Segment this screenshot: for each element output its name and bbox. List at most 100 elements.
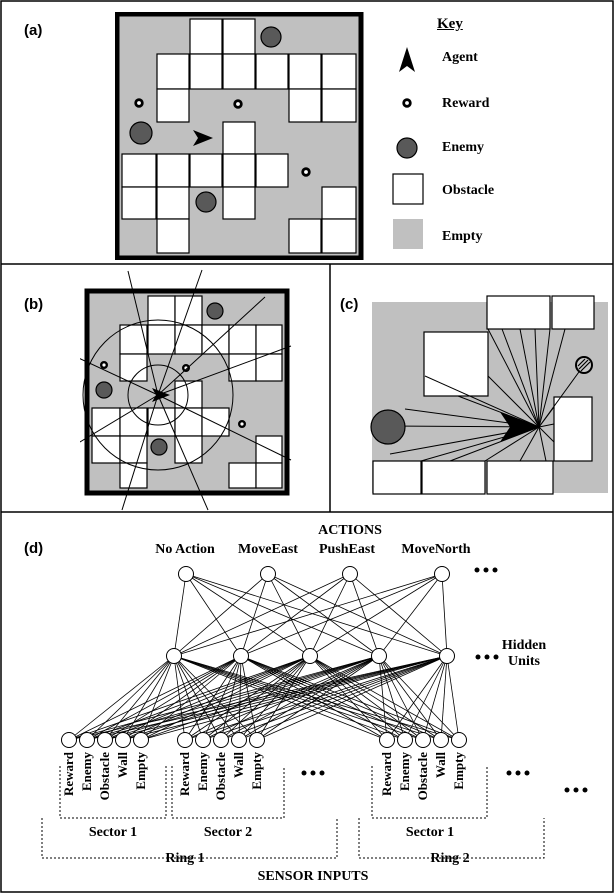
sensor-label: Obstacle: [213, 752, 228, 801]
sensor-label: Wall: [231, 752, 246, 778]
network-edge: [140, 655, 448, 741]
nodes: [61, 566, 467, 748]
network-edge: [104, 655, 448, 741]
network-edge: [185, 573, 380, 657]
ellipsis-dots: [301, 567, 588, 793]
network-edge: [202, 655, 448, 741]
network-edge: [238, 655, 242, 741]
network-edge: [240, 655, 258, 741]
action-label-2: PushEast: [319, 542, 375, 557]
input-node: [97, 732, 113, 748]
network-edge: [240, 573, 351, 657]
panel-a-label: (a): [24, 22, 43, 39]
network-edge: [404, 655, 448, 741]
network-edge: [267, 573, 448, 657]
network-edge: [267, 573, 380, 657]
closeup-c: [370, 295, 608, 495]
network-edge: [184, 655, 242, 741]
input-node: [61, 732, 77, 748]
sensor-label: Reward: [61, 751, 76, 796]
input-node: [451, 732, 467, 748]
network-edge: [220, 655, 242, 741]
network-edge: [309, 655, 442, 741]
network-edge: [104, 655, 175, 741]
ring-1-label: Ring 1: [165, 851, 204, 866]
input-node: [79, 732, 95, 748]
network-edge: [441, 573, 448, 657]
hidden-node: [166, 648, 182, 664]
input-node: [195, 732, 211, 748]
key-obstacle-icon: [392, 173, 424, 205]
actions-title: ACTIONS: [318, 523, 382, 538]
network-edge: [122, 655, 448, 741]
input-node: [415, 732, 431, 748]
sector-1-label: Sector 1: [89, 825, 137, 840]
key-empty-icon: [393, 219, 423, 249]
edges: [68, 573, 460, 741]
network-edge: [240, 573, 443, 657]
output-node: [178, 566, 194, 582]
network-edge: [185, 573, 448, 657]
network-edge: [86, 655, 448, 741]
grid-world-a: [115, 12, 364, 260]
network-edge: [184, 655, 448, 741]
network-edge: [86, 655, 380, 741]
network-edge: [122, 655, 380, 741]
rewards-a: [134, 98, 311, 177]
hidden-label-2: Units: [508, 654, 540, 669]
input-node: [213, 732, 229, 748]
network-edge: [446, 655, 460, 741]
sensor-rings: [82, 319, 234, 471]
network-edge: [202, 655, 242, 741]
network-edge: [68, 655, 175, 741]
network-edge: [220, 655, 380, 741]
network-edge: [68, 655, 242, 741]
sensor-label: Obstacle: [415, 752, 430, 801]
network-edge: [68, 655, 380, 741]
network-edge: [309, 655, 460, 741]
network-edge: [202, 655, 380, 741]
sensor-label: Enemy: [397, 752, 412, 792]
sensor-label: Obstacle: [97, 752, 112, 801]
network-edge: [349, 573, 448, 657]
network-edge: [422, 655, 448, 741]
network-edge: [122, 655, 242, 741]
action-label-3: MoveNorth: [401, 542, 470, 557]
network-edge: [185, 573, 242, 657]
key-agent-label: Agent: [442, 50, 478, 65]
key-reward-label: Reward: [442, 96, 490, 111]
grid-world-b: [80, 269, 292, 511]
ring-2-label: Ring 2: [430, 851, 469, 866]
network-edge: [309, 655, 424, 741]
network-edge: [440, 655, 448, 741]
panel-b-label: (b): [24, 296, 44, 313]
input-node: [397, 732, 413, 748]
sensor-label: Empty: [451, 752, 466, 790]
network-edge: [378, 573, 443, 657]
network-edge: [240, 573, 269, 657]
network-edge: [309, 573, 443, 657]
network-diagram: ACTIONS No Action MoveEast PushEast Move…: [41, 523, 588, 884]
reward-c-icon: [575, 356, 593, 374]
panel-c-label: (c): [340, 296, 359, 313]
sensor-label: Enemy: [195, 752, 210, 792]
input-node: [379, 732, 395, 748]
network-edge: [240, 655, 442, 741]
agent-b-icon: [152, 388, 170, 402]
network-edge: [184, 655, 311, 741]
enemies-b: [95, 302, 224, 456]
sensor-label: Wall: [115, 752, 130, 778]
enemy-c-icon: [370, 409, 406, 445]
network-edge: [185, 573, 311, 657]
network-edge: [173, 573, 269, 657]
network-edge: [349, 573, 380, 657]
network-edge: [86, 655, 311, 741]
network-edge: [309, 655, 388, 741]
input-node: [249, 732, 265, 748]
sector-2-label: Sector 2: [204, 825, 252, 840]
network-edge: [240, 655, 460, 741]
network-edge: [104, 655, 311, 741]
sensor-label: Empty: [133, 752, 148, 790]
input-node: [177, 732, 193, 748]
